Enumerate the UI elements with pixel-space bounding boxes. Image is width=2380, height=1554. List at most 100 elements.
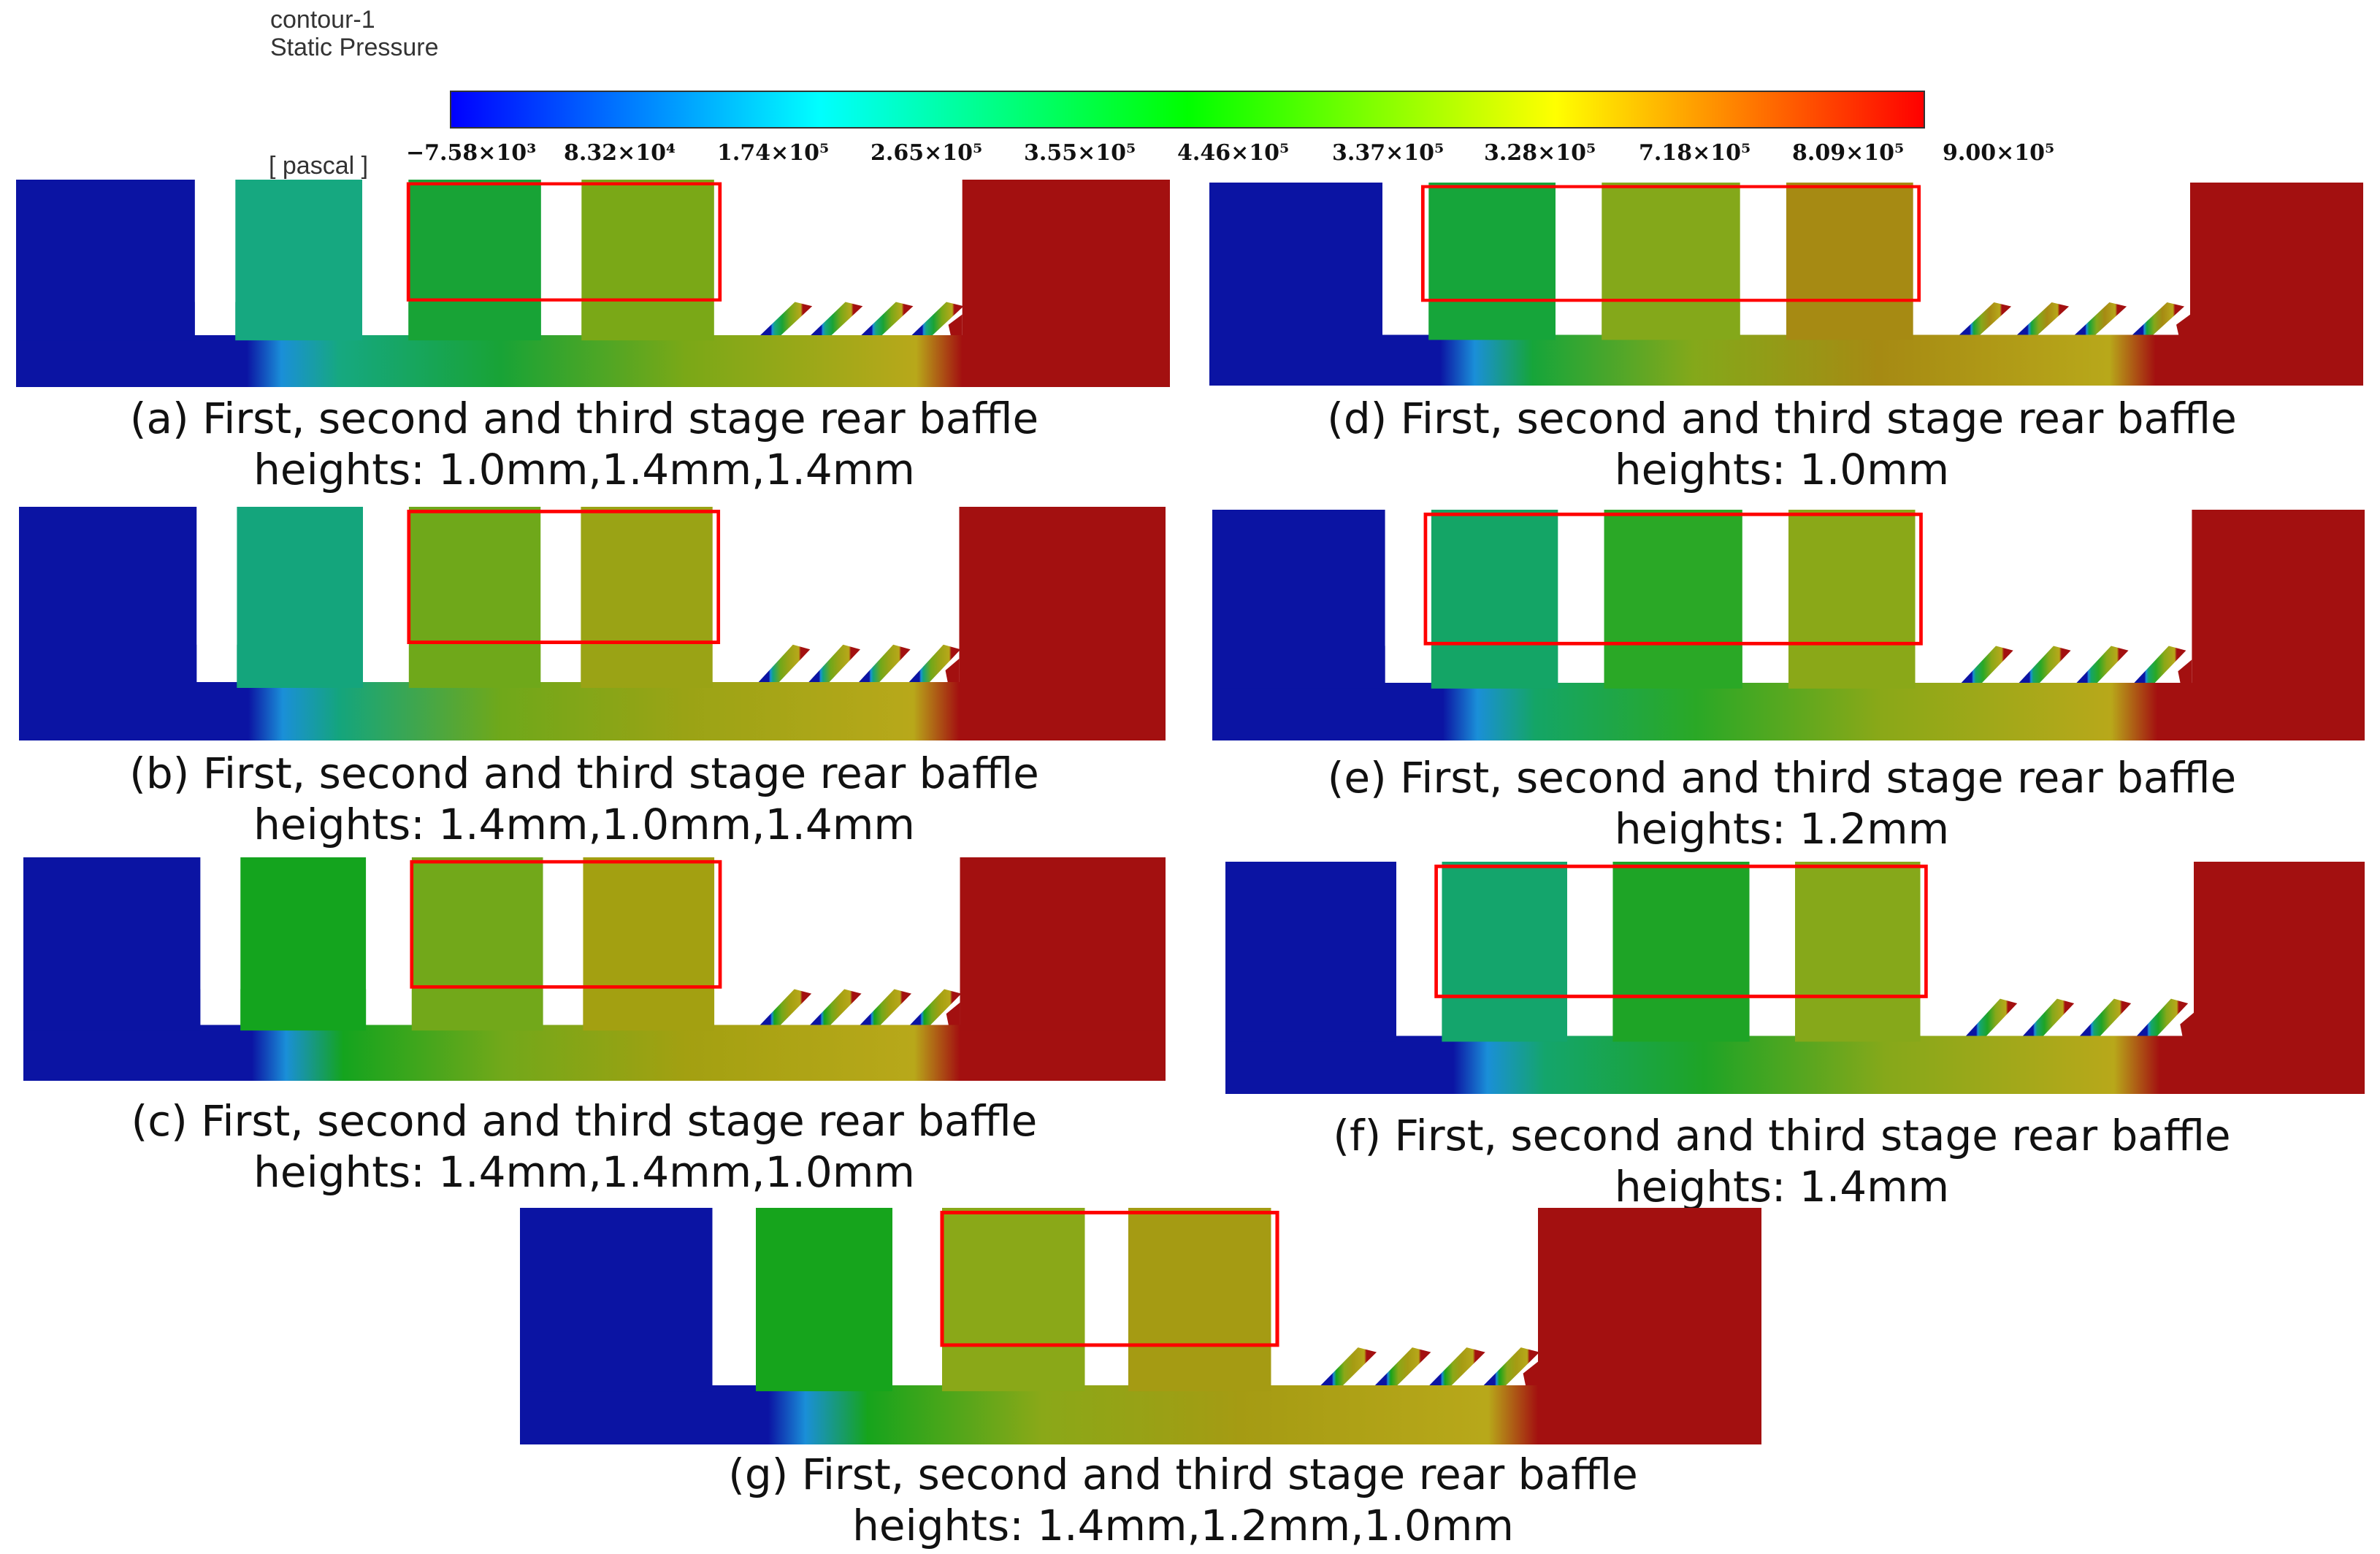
- outlet-region: [960, 857, 1166, 1031]
- chamber-2: [942, 1208, 1085, 1392]
- labyrinth-tooth: [2076, 646, 2129, 683]
- inlet-region: [1209, 183, 1382, 340]
- contour-panel-e: [1212, 510, 2365, 740]
- labyrinth-tooth: [1483, 1347, 1540, 1385]
- outlet-region: [959, 507, 1166, 688]
- panel-caption-e: (e) First, second and third stage rear b…: [1198, 752, 2366, 854]
- labyrinth-tooth: [861, 302, 914, 335]
- baffle-foot: [199, 302, 232, 334]
- colorbar-tick-label: 8.32×10⁴: [564, 140, 676, 166]
- legend-subtitle: Static Pressure: [270, 34, 439, 61]
- caption-line-1: (c) First, second and third stage rear b…: [131, 1096, 1038, 1146]
- chamber-3: [1788, 510, 1916, 689]
- flow-channel: [1209, 334, 2363, 386]
- labyrinth-tooth: [1374, 1347, 1431, 1385]
- outlet-lip: [2178, 659, 2192, 683]
- baffle-gap: [362, 180, 409, 302]
- chamber-3: [581, 180, 714, 341]
- labyrinth-tooth: [2019, 646, 2071, 683]
- baffle-foot: [370, 989, 403, 1023]
- caption-line-1: (b) First, second and third stage rear b…: [129, 749, 1039, 798]
- contour-panel-c: [23, 857, 1166, 1081]
- baffle-gap: [366, 857, 412, 990]
- inlet-region: [23, 857, 201, 1031]
- baffle-foot: [545, 644, 578, 680]
- caption-line-1: (d) First, second and third stage rear b…: [1327, 394, 2237, 443]
- labyrinth-tooth: [908, 644, 961, 682]
- baffle-gap: [1740, 183, 1786, 303]
- caption-line-2: heights: 1.0mm: [1614, 445, 1950, 494]
- outlet-lip: [945, 659, 960, 682]
- chamber-3: [583, 857, 715, 1031]
- baffle-gap: [1396, 862, 1442, 999]
- outlet-region: [2192, 510, 2365, 689]
- inlet-region: [1225, 862, 1396, 1042]
- contour-panel-a: [16, 180, 1170, 387]
- contour-panel-b: [19, 507, 1166, 740]
- labyrinth-tooth: [2023, 998, 2075, 1036]
- baffle-foot: [1560, 302, 1593, 333]
- caption-line-2: heights: 1.2mm: [1614, 804, 1950, 854]
- baffle-foot: [547, 989, 580, 1023]
- baffle-foot: [717, 1347, 752, 1383]
- highlight-box: [940, 1211, 1279, 1347]
- baffle-foot: [1090, 1347, 1125, 1383]
- baffle-foot: [367, 302, 399, 334]
- flow-channel: [1212, 683, 2365, 740]
- labyrinth-tooth: [758, 644, 811, 682]
- inlet-region: [16, 180, 195, 341]
- baffle-gap: [543, 857, 583, 990]
- contour-panel-d: [1209, 183, 2363, 386]
- chamber-2: [1612, 862, 1750, 1042]
- outlet-lip: [1523, 1361, 1538, 1385]
- labyrinth-tooth: [2132, 302, 2185, 335]
- highlight-box: [407, 510, 721, 644]
- baffle-gap: [194, 180, 236, 302]
- flow-channel: [16, 335, 1170, 387]
- contour-panel-g: [520, 1208, 1761, 1444]
- outlet-lip: [2180, 1012, 2194, 1036]
- labyrinth-tooth: [859, 644, 911, 682]
- baffle-foot: [204, 989, 237, 1023]
- chamber-2: [408, 180, 541, 341]
- highlight-box: [410, 860, 722, 989]
- outlet-region: [1538, 1208, 1761, 1392]
- colorbar-tick-label: 9.00×10⁵: [1943, 140, 2055, 166]
- flow-channel: [1225, 1036, 2365, 1094]
- chamber-2: [1602, 183, 1740, 340]
- caption-line-2: heights: 1.4mm,1.2mm,1.0mm: [852, 1501, 1514, 1550]
- chamber-3: [581, 507, 713, 688]
- colorbar-tick-label: 8.09×10⁵: [1792, 140, 1905, 166]
- labyrinth-tooth: [811, 302, 863, 335]
- colorbar-tick-label: 2.65×10⁵: [871, 140, 983, 166]
- outlet-lip: [948, 314, 963, 335]
- baffle-foot: [201, 644, 234, 680]
- contour-panel-f: [1225, 862, 2365, 1094]
- baffle-gap: [1749, 862, 1795, 999]
- labyrinth-tooth: [1320, 1347, 1377, 1385]
- baffle-foot: [1401, 998, 1433, 1034]
- caption-line-2: heights: 1.0mm,1.4mm,1.4mm: [253, 445, 915, 494]
- labyrinth-tooth: [1429, 1347, 1485, 1385]
- panel-caption-d: (d) First, second and third stage rear b…: [1198, 393, 2366, 495]
- baffle-foot: [367, 644, 400, 680]
- panel-caption-a: (a) First, second and third stage rear b…: [0, 393, 1168, 495]
- baffle-foot: [1387, 302, 1420, 333]
- flow-channel: [19, 682, 1166, 740]
- labyrinth-tooth: [759, 989, 812, 1025]
- baffle-gap: [363, 507, 409, 645]
- baffle-foot: [897, 1347, 933, 1383]
- baffle-foot: [546, 302, 578, 334]
- labyrinth-tooth: [810, 989, 862, 1025]
- baffle-gap: [1382, 183, 1429, 303]
- labyrinth-tooth: [2075, 302, 2127, 335]
- baffle-gap: [1567, 862, 1613, 999]
- baffle-foot: [1745, 302, 1778, 333]
- colorbar-tick-label: 7.18×10⁵: [1639, 140, 1751, 166]
- inlet-region: [1212, 510, 1385, 689]
- labyrinth-tooth: [2134, 646, 2186, 683]
- colorbar-tick-label: 3.55×10⁵: [1024, 140, 1136, 166]
- labyrinth-tooth: [911, 302, 964, 335]
- panel-caption-g: (g) First, second and third stage rear b…: [599, 1449, 1767, 1551]
